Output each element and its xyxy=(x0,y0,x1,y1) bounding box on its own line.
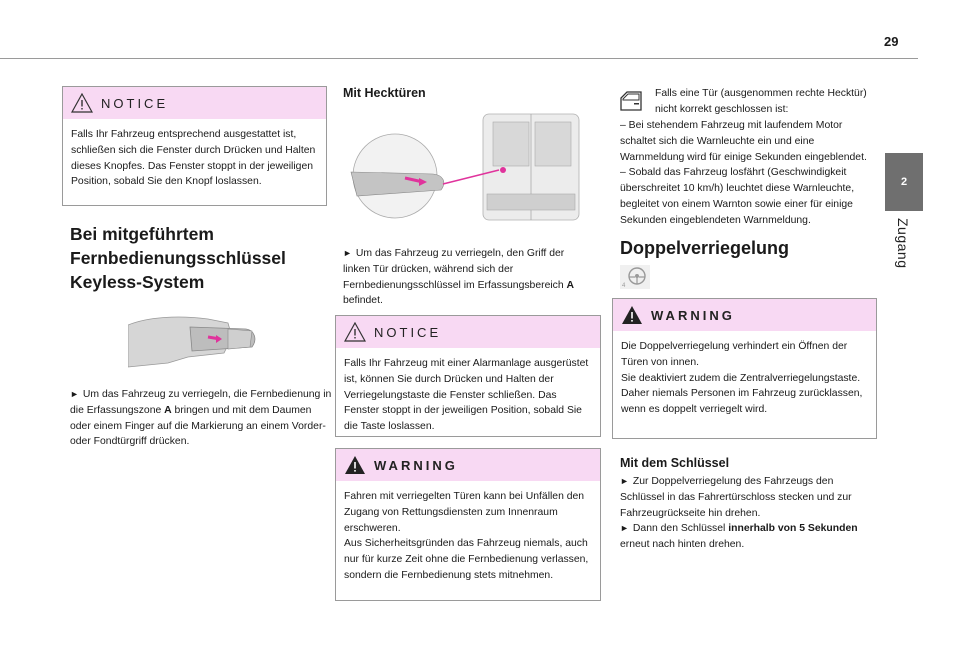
warning-header: WARNING xyxy=(336,449,600,481)
key-step-2-bold: innerhalb von 5 Sekunden xyxy=(728,523,858,535)
notice-header: NOTICE xyxy=(336,316,600,348)
notice-title: NOTICE xyxy=(101,95,169,111)
svg-text:4: 4 xyxy=(622,283,626,289)
notice-text: Falls Ihr Fahrzeug mit einer Alarmanlage… xyxy=(344,358,589,433)
steering-wheel-icon: 4 xyxy=(620,265,650,289)
bullet-arrow-icon: ► xyxy=(620,476,629,486)
door-open-note: Falls eine Tür (ausgenommen rechte Heckt… xyxy=(655,88,867,115)
hand-remote-illustration xyxy=(128,316,256,368)
warning-title: WARNING xyxy=(374,457,458,473)
double-locking-heading: Doppelverriegelung xyxy=(620,238,790,258)
warning-triangle-filled-icon xyxy=(622,306,642,324)
warning-line: Aus Sicherheitsgründen das Fahrzeug niem… xyxy=(344,538,589,581)
keyless-heading-line-1: Bei mitgeführtem xyxy=(70,224,214,244)
warning-triangle-outline-icon xyxy=(71,93,93,113)
key-step-2-b: erneut nach hinten drehen. xyxy=(620,539,745,551)
car-door-icon xyxy=(620,91,642,111)
rear-bold-a: A xyxy=(566,279,575,291)
bullet-arrow-icon: ► xyxy=(343,248,352,258)
warning-text: Fahren mit verriegelten Türen kann bei U… xyxy=(336,481,600,592)
notice-header: NOTICE xyxy=(63,87,326,119)
door-open-line: – Bei stehendem Fahrzeug mit laufendem M… xyxy=(620,120,867,163)
door-open-details: – Bei stehendem Fahrzeug mit laufendem M… xyxy=(620,118,876,229)
rear-doors-heading: Mit Hecktüren xyxy=(343,86,426,100)
rear-text-a: Um das Fahrzeug zu verriegeln, den Griff… xyxy=(343,248,567,291)
keyless-text-b: bringen und mit dem Daumen oder einem Fi… xyxy=(70,404,326,448)
rear-text-b: befindet. xyxy=(343,295,383,307)
keyless-text-a: Um das Fahrzeug zu verriegeln, die Fernb… xyxy=(70,389,332,416)
key-step-2-a: Dann den Schlüssel xyxy=(632,523,729,535)
warning-title: WARNING xyxy=(651,307,735,323)
key-instructions: ►Zur Doppelverriegelung des Fahrzeugs de… xyxy=(620,474,876,553)
page-number: 29 xyxy=(884,34,899,49)
notice-box-left: NOTICE Falls Ihr Fahrzeug entsprechend a… xyxy=(62,86,327,206)
warning-triangle-outline-icon xyxy=(344,322,366,342)
warning-line: Daher niemals Personen im Fahrzeug zurüc… xyxy=(621,388,863,416)
keyless-heading-line-3: Keyless-System xyxy=(70,272,205,292)
chapter-label: Zugang xyxy=(895,218,911,269)
rear-doors-instruction: ►Um das Fahrzeug zu verriegeln, den Grif… xyxy=(343,246,589,309)
notice-box-middle: NOTICE Falls Ihr Fahrzeug mit einer Alar… xyxy=(335,315,601,437)
bullet-arrow-icon: ► xyxy=(70,389,79,399)
warning-line: Fahren mit verriegelten Türen kann bei U… xyxy=(344,491,585,534)
warning-text: Die Doppelverriegelung verhindert ein Öf… xyxy=(613,331,876,426)
warning-box-right: WARNING Die Doppelverriegelung verhinder… xyxy=(612,298,877,439)
warning-line: Die Doppelverriegelung verhindert ein Öf… xyxy=(621,341,848,368)
keyless-heading-line-2: Fernbedienungsschlüssel xyxy=(70,248,286,268)
notice-title: NOTICE xyxy=(374,324,442,340)
warning-line: Sie deaktiviert zudem die Zentralverrieg… xyxy=(621,372,861,384)
warning-box-middle: WARNING Fahren mit verriegelten Türen ka… xyxy=(335,448,601,601)
keyless-instruction: ►Um das Fahrzeug zu verriegeln, die Fern… xyxy=(70,387,332,450)
rear-door-illustration xyxy=(350,113,580,221)
bullet-arrow-icon: ► xyxy=(620,523,629,534)
chapter-tab[interactable]: 2 xyxy=(885,153,923,211)
top-rule xyxy=(0,58,918,59)
key-step-1: Zur Doppelverriegelung des Fahrzeugs den… xyxy=(620,476,852,519)
door-open-line: – Sobald das Fahrzeug losfährt (Geschwin… xyxy=(620,167,855,226)
keyless-heading: Bei mitgeführtem Fernbedienungsschlüssel… xyxy=(70,222,330,294)
notice-text: Falls Ihr Fahrzeug entsprechend ausgesta… xyxy=(71,129,316,188)
key-heading: Mit dem Schlüssel xyxy=(620,456,730,470)
warning-triangle-filled-icon xyxy=(345,456,365,474)
warning-header: WARNING xyxy=(613,299,876,331)
keyless-bold-a: A xyxy=(164,404,172,416)
